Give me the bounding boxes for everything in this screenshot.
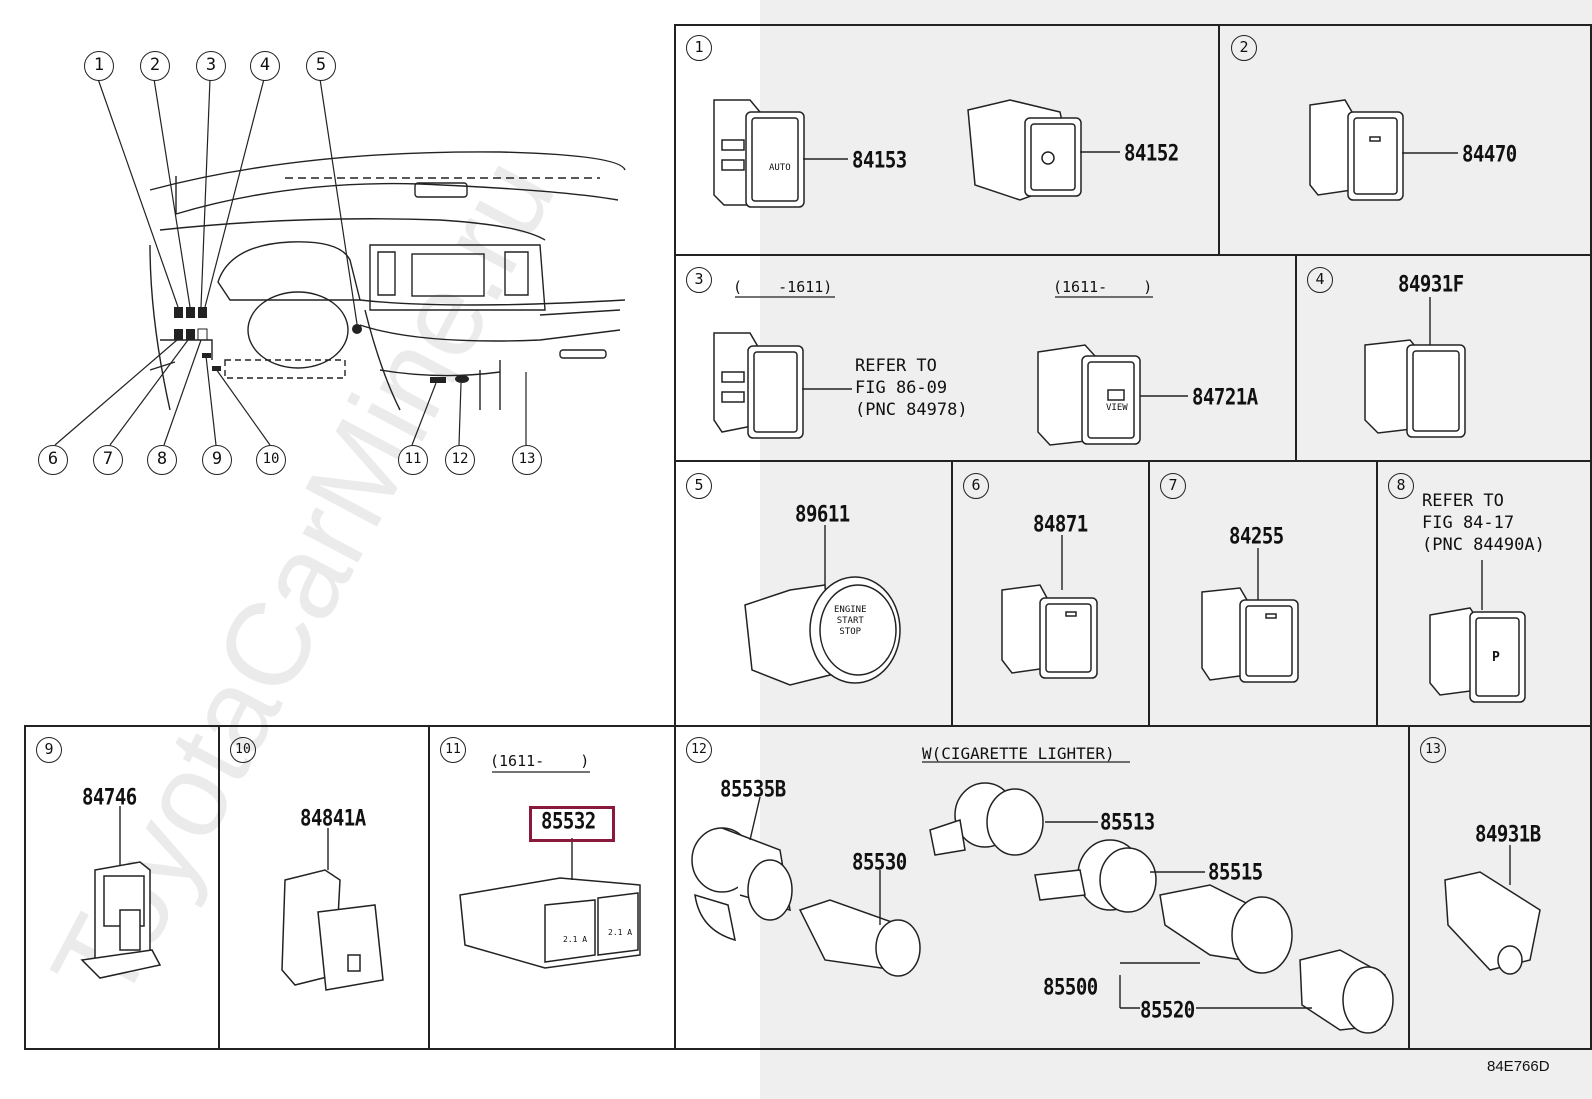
part-84152[interactable]: 84152 [1124,141,1179,167]
switch-84152 [967,99,1082,201]
switch-84841A [281,869,384,991]
cluster-hood [217,241,361,301]
callout-5: 5 [306,51,336,81]
part-84931B[interactable]: 84931B [1475,822,1541,848]
panel-number-2: 2 [1231,35,1257,61]
switch-84931F [1364,339,1466,438]
dash-top-line-2 [175,176,619,215]
part-85530[interactable]: 85530 [852,850,907,876]
panel-number-6: 6 [963,473,989,499]
panel-number-5: 5 [686,473,712,499]
panel-number-11: 11 [440,737,466,763]
switch-84255 [1201,587,1299,683]
diagram-code: 84E766D [1487,1058,1550,1075]
connector-84746 [80,861,162,979]
part-85532[interactable]: 85532 [541,809,596,835]
start-stop-button-89611 [744,576,901,686]
part-89611[interactable]: 89611 [795,502,850,528]
part-84721A[interactable]: 84721A [1192,385,1258,411]
part-84871[interactable]: 84871 [1033,512,1088,538]
part-85520[interactable]: 85520 [1140,998,1195,1024]
callout-13: 13 [512,445,542,475]
icon-label-usb-2: 2.1 A [608,928,633,937]
range-label-before-1611: ( -1611) [733,278,833,296]
panel-13 [1408,725,1592,1050]
callout-6: 6 [38,445,68,475]
panel-number-13: 13 [1420,737,1446,763]
refer-note-fig-84-17: REFER TO FIG 84-17 (PNC 84490A) [1422,491,1545,555]
panel-number-12: 12 [686,737,712,763]
callout-12: 12 [445,445,475,475]
callout-10: 10 [256,445,286,475]
lighter-85530 [798,899,921,977]
callout-8: 8 [147,445,177,475]
panel-number-9: 9 [36,737,62,763]
part-85500[interactable]: 85500 [1043,975,1098,1001]
part-85535B[interactable]: 85535B [720,777,786,803]
range-label-after-1611: (1611- ) [1053,278,1153,296]
panel-number-3: 3 [686,267,712,293]
refer-note-fig-86-09: REFER TO FIG 86-09 (PNC 84978) [855,356,968,420]
panel-number-4: 4 [1307,267,1333,293]
switch-84931B [1444,871,1541,975]
panel-number-1: 1 [686,35,712,61]
callout-2: 2 [140,51,170,81]
lighter-85520 [1299,949,1394,1034]
switch-84490A [1429,607,1526,703]
callout-3: 3 [196,51,226,81]
callout-4: 4 [250,51,280,81]
usb-charger-85532 [459,877,641,969]
callout-1: 1 [84,51,114,81]
icon-label-view: VIEW [1106,403,1128,413]
part-84153[interactable]: 84153 [852,148,907,174]
range-label-panel-11: (1611- ) [490,752,590,770]
switch-84153 [713,99,805,208]
part-84841A[interactable]: 84841A [300,806,366,832]
ring-85513 [929,782,1044,856]
part-85513[interactable]: 85513 [1100,810,1155,836]
panel-number-7: 7 [1160,473,1186,499]
part-84255[interactable]: 84255 [1229,524,1284,550]
panel-number-10: 10 [230,737,256,763]
icon-label-parking: P [1492,650,1500,665]
dash-top-line [149,151,626,191]
icon-label-engine-start-stop: ENGINE START STOP [834,605,867,637]
socket-85535B [691,827,793,942]
part-85515[interactable]: 85515 [1208,860,1263,886]
panel-12-heading: W(CIGARETTE LIGHTER) [922,744,1115,763]
callout-7: 7 [93,445,123,475]
highlighted-part-box[interactable] [529,806,615,842]
ring-85515 [1034,839,1157,913]
switch-84978 [713,332,804,439]
callout-11: 11 [398,445,428,475]
part-84470[interactable]: 84470 [1462,142,1517,168]
panel-number-8: 8 [1388,473,1414,499]
switch-84721A [1037,344,1141,446]
icon-label-usb-1: 2.1 A [563,935,588,944]
socket-85500 [1159,884,1293,974]
center-stack [369,244,546,311]
switch-84470 [1309,99,1404,201]
icon-label-auto: AUTO [769,163,791,173]
part-84746[interactable]: 84746 [82,785,137,811]
part-84931F[interactable]: 84931F [1398,272,1464,298]
switch-84871 [1001,584,1098,679]
callout-9: 9 [202,445,232,475]
